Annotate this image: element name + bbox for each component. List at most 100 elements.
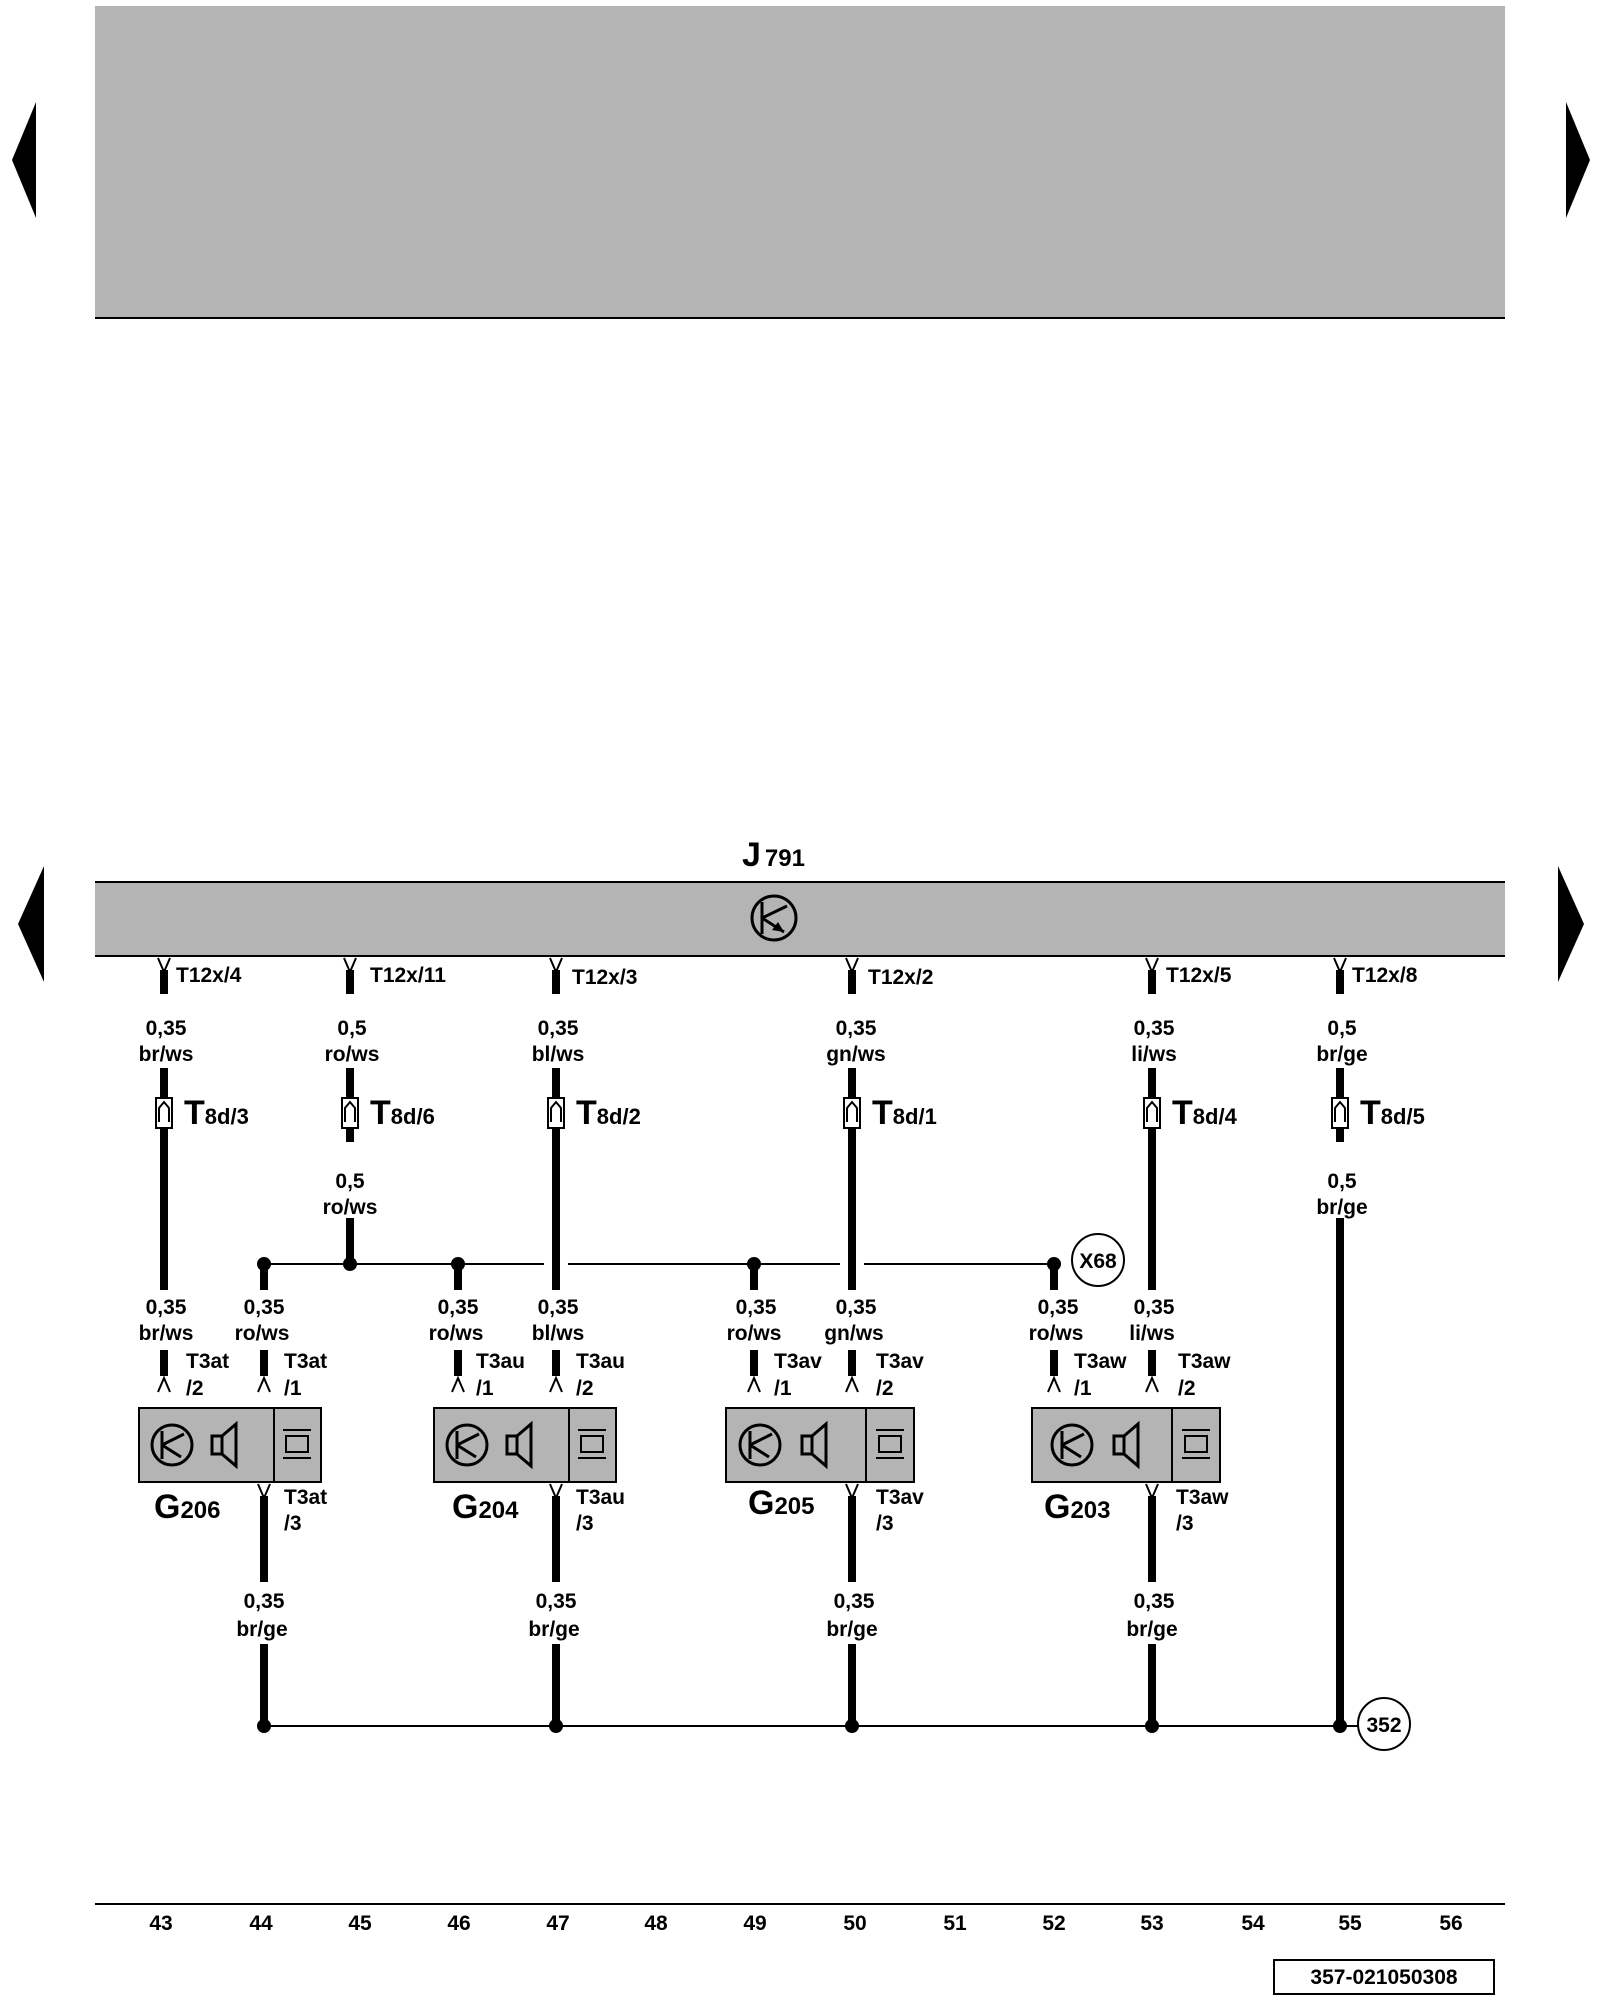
wire-color: br/ws xyxy=(139,1043,194,1066)
track-number: 46 xyxy=(447,1912,470,1935)
pin-label: T3au xyxy=(576,1350,625,1373)
track-number: 52 xyxy=(1042,1912,1065,1935)
wire-size-lower: 0,5 xyxy=(1327,1170,1357,1193)
pin-label: /3 xyxy=(1176,1512,1194,1535)
track-number: 55 xyxy=(1338,1912,1362,1935)
ground-splice xyxy=(845,1719,859,1733)
inline-connector-icon xyxy=(341,1097,359,1129)
pin-label: T12x/3 xyxy=(572,966,637,989)
wire-color: ro/ws xyxy=(1029,1322,1084,1345)
inline-connector-label: T8d/3 xyxy=(184,1094,249,1132)
pin-label: T3au xyxy=(576,1486,625,1509)
pin-label: T3aw xyxy=(1176,1486,1229,1509)
track-number: 53 xyxy=(1140,1912,1163,1935)
speaker-icon xyxy=(800,1420,828,1470)
sensor-g206: 0,35 br/ws 0,35 ro/ws T3at /2 T3at /1 G2… xyxy=(138,1296,327,1724)
wire-color: br/ge xyxy=(826,1618,877,1641)
wire-size: 0,35 xyxy=(146,1017,187,1040)
wire-size: 0,35 xyxy=(1134,1296,1175,1319)
pin-label: T12x/4 xyxy=(176,964,242,987)
svg-text:352: 352 xyxy=(1366,1714,1401,1737)
prev-page-arrow-bottom[interactable] xyxy=(18,866,44,982)
sensor-transistor-icon xyxy=(445,1423,489,1467)
svg-text:X68: X68 xyxy=(1079,1250,1117,1273)
ground-bus: 352 xyxy=(257,1697,1411,1751)
pin-label: T3av xyxy=(876,1350,924,1373)
ground-splice xyxy=(549,1719,563,1733)
inline-connector-icon xyxy=(843,1097,861,1129)
pin-label: T3av xyxy=(876,1486,924,1509)
sensor-transistor-icon xyxy=(150,1423,194,1467)
wire-color: br/ge xyxy=(236,1618,287,1641)
wire-size: 0,35 xyxy=(836,1017,877,1040)
wire-size: 0,35 xyxy=(1134,1590,1175,1613)
wire-size: 0,35 xyxy=(438,1296,479,1319)
bus-splice xyxy=(257,1257,271,1271)
wire-color-lower: br/ge xyxy=(1316,1196,1367,1219)
pin-label: /2 xyxy=(186,1377,204,1400)
ground-point-352: 352 xyxy=(1357,1697,1411,1751)
track-number: 51 xyxy=(943,1912,967,1935)
pin-label: /2 xyxy=(1178,1377,1196,1400)
pin-label: /1 xyxy=(284,1377,302,1400)
control-unit-box xyxy=(95,882,1505,956)
pin-label: T12x/11 xyxy=(370,964,446,987)
inline-connector-label: T8d/4 xyxy=(1172,1094,1238,1132)
track-numbers: 43 44 45 46 47 48 49 50 51 52 53 54 55 5… xyxy=(149,1912,1462,1935)
inline-connector-label: T8d/2 xyxy=(576,1094,641,1132)
next-page-arrow-bottom[interactable] xyxy=(1558,866,1584,982)
ground-splice xyxy=(1333,1719,1347,1733)
wire-color: ro/ws xyxy=(235,1322,290,1345)
pin-label: T3at xyxy=(284,1486,327,1509)
wire-color: br/ge xyxy=(1126,1618,1177,1641)
pin-label: T3av xyxy=(774,1350,822,1373)
pin-wire-4: T12x/2 0,35 gn/ws T8d/1 xyxy=(826,957,937,1290)
sensor-g205: 0,35 ro/ws 0,35 gn/ws T3av /1 T3av /2 G2… xyxy=(725,1296,924,1724)
pin-label: /2 xyxy=(876,1377,894,1400)
wire-size: 0,5 xyxy=(337,1017,367,1040)
wire-size: 0,35 xyxy=(536,1590,577,1613)
bus-splice xyxy=(1047,1257,1061,1271)
pin-label: /1 xyxy=(476,1377,494,1400)
pin-label: T3at xyxy=(284,1350,327,1373)
transistor-icon xyxy=(750,894,798,942)
ground-splice xyxy=(257,1719,271,1733)
pin-wire-6: T12x/8 0,5 br/ge T8d/5 0,5 br/ge xyxy=(1316,957,1425,1724)
sensor-box xyxy=(725,1407,915,1483)
ground-splice xyxy=(1145,1719,1159,1733)
inline-connector-icon xyxy=(547,1097,565,1129)
sensor-label: G204 xyxy=(452,1488,519,1526)
sensor-box xyxy=(1031,1407,1221,1483)
sensor-label: G205 xyxy=(748,1484,815,1522)
speaker-icon xyxy=(210,1420,238,1470)
pin-label: /3 xyxy=(876,1512,894,1535)
wire-color: ro/ws xyxy=(325,1043,380,1066)
inline-connector-label: T8d/1 xyxy=(872,1094,937,1132)
track-number: 44 xyxy=(249,1912,273,1935)
wire-color-lower: ro/ws xyxy=(323,1196,378,1219)
sensor-label: G203 xyxy=(1044,1488,1111,1526)
inline-connector-label: T8d/5 xyxy=(1360,1094,1425,1132)
sensor-transistor-icon xyxy=(738,1423,782,1467)
track-number: 50 xyxy=(843,1912,866,1935)
wire-color: br/ws xyxy=(139,1322,194,1345)
pin-label: T3aw xyxy=(1074,1350,1127,1373)
wire-color: ro/ws xyxy=(727,1322,782,1345)
sensor-box xyxy=(433,1407,617,1483)
sensor-g204: 0,35 ro/ws 0,35 bl/ws T3au /1 T3au /2 G2… xyxy=(429,1296,625,1724)
wire-color: br/ge xyxy=(528,1618,579,1641)
pin-wire-2: T12x/11 0,5 ro/ws T8d/6 0,5 ro/ws xyxy=(323,957,446,1264)
next-page-arrow-top[interactable] xyxy=(1566,102,1590,218)
wire-color: li/ws xyxy=(1131,1043,1177,1066)
pin-label: T12x/8 xyxy=(1352,964,1418,987)
svg-text:357-021050308: 357-021050308 xyxy=(1310,1966,1457,1989)
wire-color: ro/ws xyxy=(429,1322,484,1345)
top-gray-panel xyxy=(95,6,1505,318)
track-number: 45 xyxy=(348,1912,372,1935)
wire-size-lower: 0,5 xyxy=(335,1170,365,1193)
junction-x68: X68 xyxy=(1071,1233,1125,1287)
track-number: 48 xyxy=(644,1912,668,1935)
wire-size: 0,35 xyxy=(538,1017,579,1040)
prev-page-arrow-top[interactable] xyxy=(12,102,36,218)
